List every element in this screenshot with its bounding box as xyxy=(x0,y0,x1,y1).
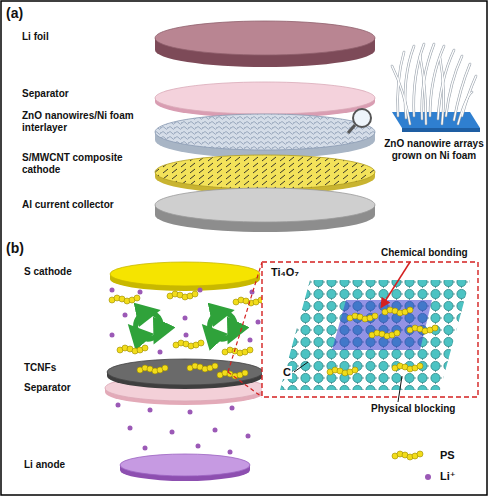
annotation-label: Physical blocking xyxy=(370,403,456,415)
layer-label: S/MWCNT composite cathode xyxy=(22,152,132,176)
layer-label: Separator xyxy=(24,382,100,394)
legend-label: Li⁺ xyxy=(440,470,480,483)
layer-label: ZnO nanowires/Ni foam interlayer xyxy=(22,110,150,134)
component-label: Ti₄O₇ xyxy=(270,266,300,279)
layer-label: S cathode xyxy=(24,266,104,278)
layer-label: TCNFs xyxy=(24,362,100,374)
component-label: C xyxy=(282,366,292,379)
layer-label: Al current collector xyxy=(22,199,150,211)
annotation-label: Chemical bonding xyxy=(380,247,469,259)
panel-letter: (a) xyxy=(6,5,46,22)
layer-label: Li foil xyxy=(22,31,142,43)
inset-caption: ZnO nanowire arrays grown on Ni foam xyxy=(384,138,484,162)
panel-letter: (b) xyxy=(6,240,46,257)
layer-label: Li anode xyxy=(24,459,104,471)
layer-label: Separator xyxy=(22,88,142,100)
legend-label: PS xyxy=(440,449,480,462)
